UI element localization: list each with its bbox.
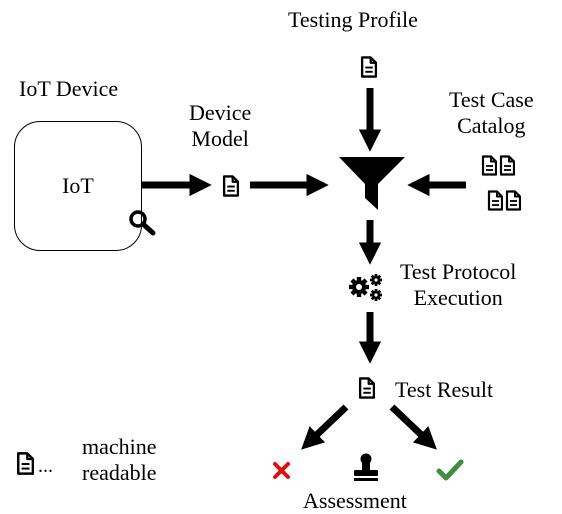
test-result-label: Test Result	[395, 377, 494, 402]
device-model-label: Device Model	[189, 100, 251, 152]
catalog-documents	[481, 155, 521, 211]
document-icon	[360, 56, 377, 78]
document-icon	[505, 190, 521, 211]
document-icon	[481, 155, 497, 176]
document-icon	[499, 155, 515, 176]
filter-icon	[339, 157, 405, 210]
test-case-line2: Catalog	[457, 113, 526, 138]
test-protocol-execution-label: Test Protocol Execution	[400, 259, 516, 311]
protocol-line1: Test Protocol	[400, 259, 517, 284]
arrow-result-to-fail	[301, 404, 349, 450]
stamp-icon	[354, 453, 378, 481]
gears-icon	[349, 274, 382, 301]
device-model-line1: Device	[189, 100, 252, 125]
device-model-line2: Model	[191, 126, 249, 151]
legend-dots: ...	[38, 455, 53, 477]
test-case-line1: Test Case	[449, 87, 534, 112]
iot-device-label: IoT Device	[19, 76, 119, 101]
legend-label: machine readable	[82, 434, 157, 486]
protocol-line2: Execution	[413, 285, 503, 310]
cross-icon	[273, 462, 290, 479]
iot-box-label: IoT	[62, 173, 94, 198]
document-icon	[358, 377, 375, 399]
test-case-catalog-label: Test Case Catalog	[449, 87, 534, 139]
assessment-label: Assessment	[303, 488, 407, 513]
arrow-result-to-pass	[389, 404, 437, 450]
legend-line2: readable	[82, 460, 157, 485]
document-icon	[487, 190, 503, 211]
document-icon	[222, 175, 239, 197]
document-icon	[16, 452, 34, 475]
iot-device-box: IoT	[14, 121, 142, 251]
legend-line1: machine	[82, 434, 157, 459]
check-icon	[436, 459, 464, 481]
testing-profile-label: Testing Profile	[288, 7, 418, 32]
